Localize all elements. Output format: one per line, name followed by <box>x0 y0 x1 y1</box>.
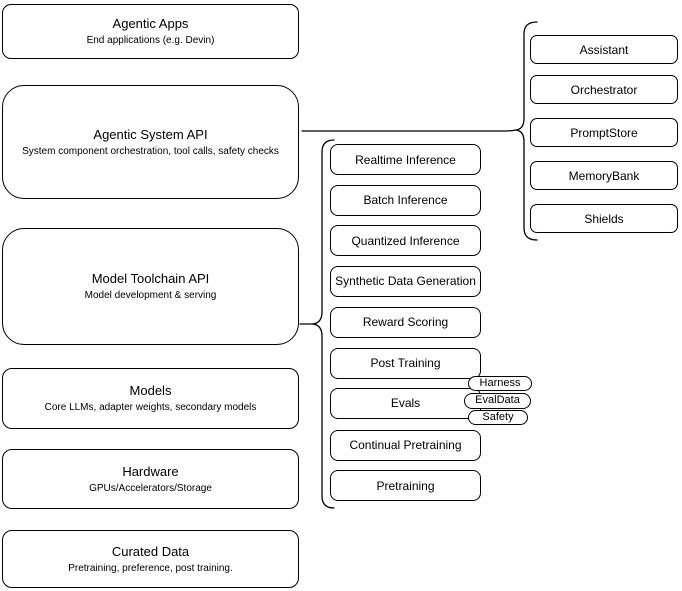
node-quantized-inference: Quantized Inference <box>330 225 481 256</box>
node-title: Model Toolchain API <box>91 271 210 286</box>
node-post-training: Post Training <box>330 347 481 379</box>
node-model-toolchain-api: Model Toolchain API Model development & … <box>2 228 299 345</box>
node-memorybank: MemoryBank <box>530 161 678 190</box>
node-subtitle: Core LLMs, adapter weights, secondary mo… <box>44 402 257 413</box>
node-models: Models Core LLMs, adapter weights, secon… <box>2 368 299 429</box>
tag-harness: Harness <box>468 376 532 391</box>
node-subtitle: System component orchestration, tool cal… <box>22 145 279 157</box>
node-realtime-inference: Realtime Inference <box>330 144 481 175</box>
node-promptstore: PromptStore <box>530 118 678 147</box>
node-synthetic-data-generation: Synthetic Data Generation <box>330 265 481 297</box>
node-orchestrator: Orchestrator <box>530 75 678 104</box>
connector-system-api-to-brace <box>301 129 517 132</box>
node-title: Agentic System API <box>93 126 208 142</box>
node-subtitle: GPUs/Accelerators/Storage <box>89 482 212 494</box>
node-title: Hardware <box>122 463 179 479</box>
node-curated-data: Curated Data Pretraining, preference, po… <box>2 530 299 588</box>
node-title: Agentic Apps <box>112 16 189 31</box>
node-batch-inference: Batch Inference <box>330 184 481 216</box>
node-reward-scoring: Reward Scoring <box>330 306 481 338</box>
node-subtitle: Model development & serving <box>84 290 217 301</box>
node-agentic-apps: Agentic Apps End applications (e.g. Devi… <box>2 4 299 59</box>
tag-safety: Safety <box>468 409 528 425</box>
node-subtitle: End applications (e.g. Devin) <box>86 35 215 46</box>
node-pretraining: Pretraining <box>330 470 481 501</box>
node-shields: Shields <box>530 204 678 233</box>
node-title: Models <box>129 383 172 398</box>
node-continual-pretraining: Continual Pretraining <box>330 429 481 461</box>
node-agentic-system-api: Agentic System API System component orch… <box>2 85 299 199</box>
node-assistant: Assistant <box>530 35 678 64</box>
node-hardware: Hardware GPUs/Accelerators/Storage <box>2 449 299 509</box>
node-subtitle: Pretraining, preference, post training. <box>68 562 233 574</box>
node-title: Curated Data <box>111 543 190 559</box>
tag-evaldata: EvalData <box>464 392 531 409</box>
node-evals: Evals <box>330 387 481 419</box>
